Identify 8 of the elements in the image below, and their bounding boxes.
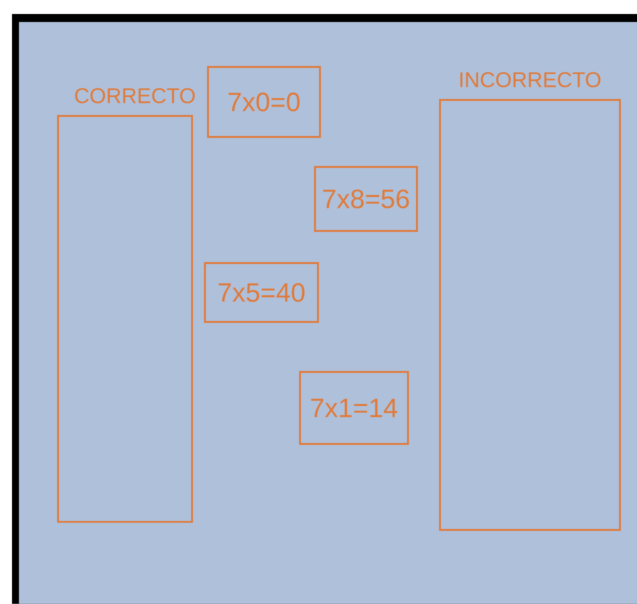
equation-card: 7x5=40 [204, 262, 319, 323]
equation-card: 7x0=0 [207, 66, 321, 138]
node-label: INCORRECTO [460, 72, 600, 88]
sorting-column: CORRECTO [57, 88, 195, 523]
equation-card: 7x1=14 [299, 371, 409, 445]
node-label: CORRECTO [75, 88, 195, 104]
sorting-column: INCORRECTO [439, 72, 621, 531]
equation-card: 7x8=56 [314, 166, 418, 232]
